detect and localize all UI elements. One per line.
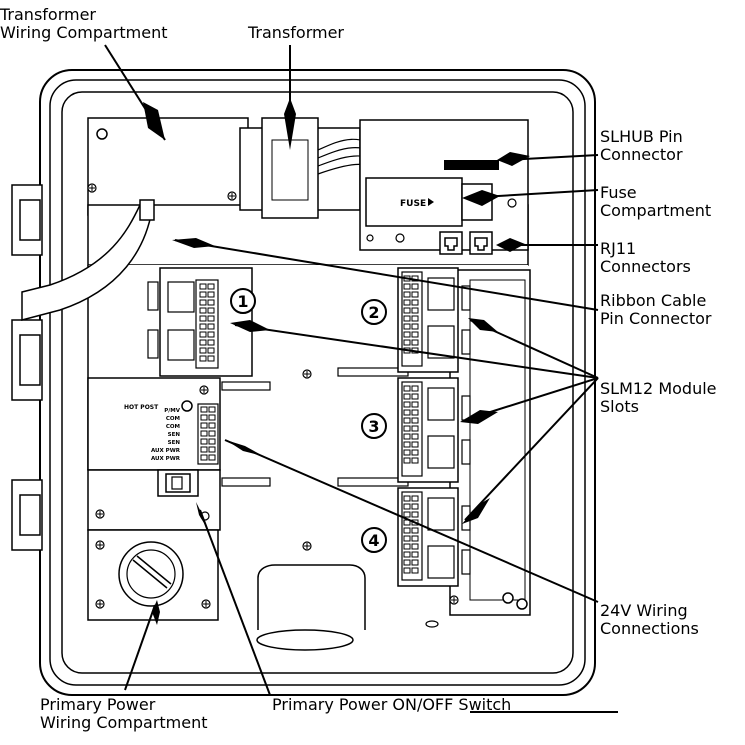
hot-post bbox=[181, 400, 193, 412]
slot-3-badge bbox=[361, 413, 387, 439]
slot-4-number: 4 bbox=[368, 531, 379, 550]
switch-panel bbox=[87, 469, 221, 531]
module-slot-3: 3 bbox=[361, 377, 471, 483]
callout-fuse-compartment: Fuse Compartment bbox=[600, 183, 712, 220]
fuse-label: FUSE bbox=[400, 199, 426, 209]
callout-transformer-wiring-compartment: Transformer Wiring Compartment bbox=[0, 5, 168, 42]
callout-24v-wiring-connections: 24V Wiring Connections bbox=[600, 601, 699, 638]
terminal-label-sen: SEN bbox=[168, 440, 181, 446]
terminal-label-com: COM bbox=[166, 424, 180, 430]
callout-primary-power-switch: Primary Power ON/OFF Switch bbox=[272, 695, 512, 714]
slot-1-badge bbox=[230, 288, 256, 314]
terminal-label-com: COM bbox=[166, 416, 180, 422]
hinges bbox=[11, 184, 43, 551]
module-slot-2: 2 bbox=[361, 267, 471, 373]
callout-primary-power-wiring-compartment: Primary Power Wiring Compartment bbox=[40, 695, 208, 732]
transformer bbox=[239, 117, 401, 219]
slhub-pin-connector bbox=[444, 160, 499, 170]
transformer-wiring-compartment bbox=[87, 117, 249, 216]
callout-slhub-pin-connector: SLHUB Pin Connector bbox=[600, 127, 683, 164]
terminal-label-pmv: P/MV bbox=[164, 408, 181, 414]
callout-ribbon-cable-pin-connector: Ribbon Cable Pin Connector bbox=[600, 291, 712, 328]
ribbon-cable bbox=[21, 204, 153, 321]
hot-post-label: HOT POST bbox=[124, 404, 159, 411]
terminal-label-sen: SEN bbox=[168, 432, 181, 438]
slot-1-number: 1 bbox=[237, 292, 248, 311]
terminal-label-aux-pwr: AUX PWR bbox=[151, 456, 181, 462]
primary-power-wiring-compartment bbox=[87, 529, 219, 621]
module-slot-1: 1 bbox=[147, 267, 256, 377]
fuse-compartment: FUSE bbox=[365, 177, 493, 227]
rj11-connectors bbox=[439, 231, 493, 255]
terminal-block: HOT POST P/MV COM COM SEN SEN AUX PWR AU… bbox=[87, 377, 221, 471]
slot-2-badge bbox=[361, 299, 387, 325]
slot-3-number: 3 bbox=[368, 417, 379, 436]
slot-2-number: 2 bbox=[368, 303, 379, 322]
callout-rj11-connectors: RJ11 Connectors bbox=[600, 239, 691, 276]
bottom-cutout bbox=[257, 564, 366, 630]
arrow-heads bbox=[143, 98, 530, 625]
callout-slm12-module-slots: SLM12 Module Slots bbox=[600, 379, 717, 416]
slot-4-badge bbox=[361, 527, 387, 553]
enclosure-wall bbox=[61, 91, 574, 674]
terminal-label-aux-pwr: AUX PWR bbox=[151, 448, 181, 454]
primary-power-switch[interactable] bbox=[157, 469, 199, 497]
callout-transformer: Transformer bbox=[248, 23, 345, 42]
